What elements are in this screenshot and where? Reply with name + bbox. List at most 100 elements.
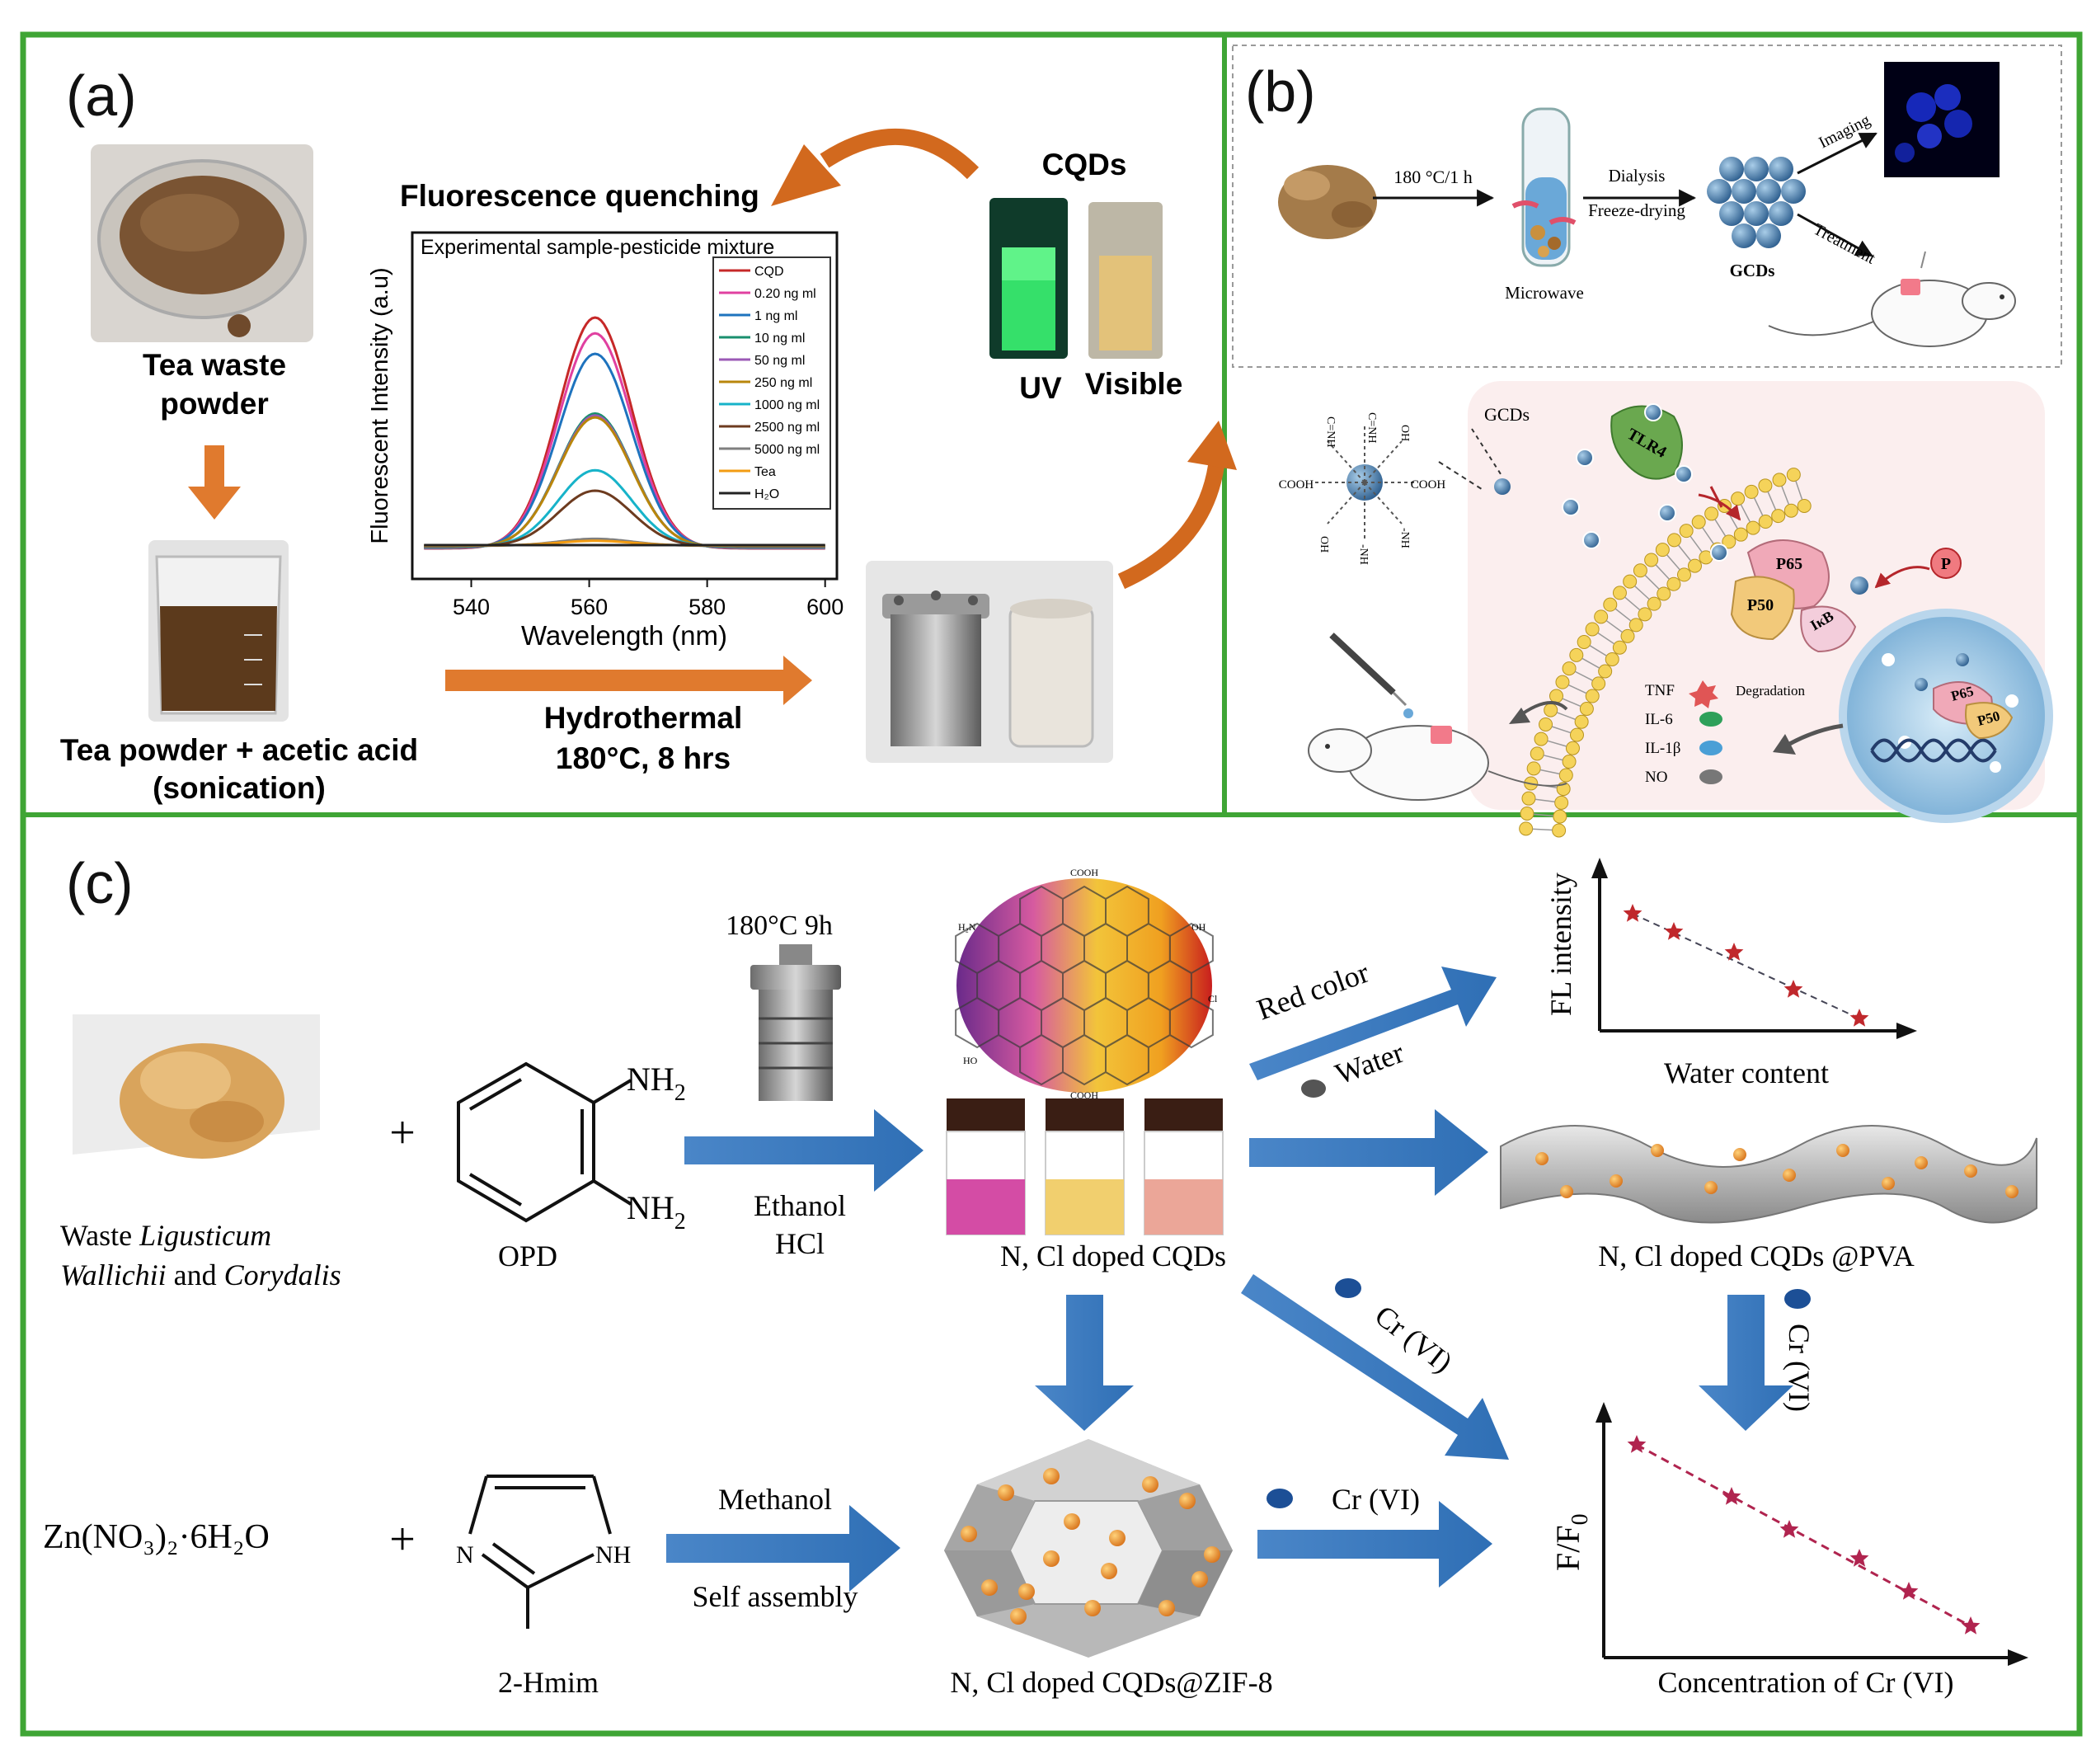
nucleus: P65 P50 bbox=[1839, 609, 2053, 823]
lipid-tail bbox=[1532, 828, 1553, 831]
arrow-ethanol bbox=[684, 1109, 923, 1192]
lipid-head bbox=[1565, 741, 1580, 755]
cr-drop-icon-pva bbox=[1784, 1289, 1811, 1309]
legend-entry: 1 ng ml bbox=[754, 309, 797, 323]
cqd-dot bbox=[1733, 1148, 1746, 1161]
lipid-head bbox=[1638, 607, 1652, 622]
hydrothermal-label-1: Hydrothermal bbox=[544, 701, 743, 735]
gcd-ball bbox=[1756, 223, 1781, 248]
dialysis-label: Dialysis bbox=[1609, 166, 1666, 186]
gcd-dot bbox=[1710, 543, 1728, 562]
gcd-ball bbox=[1732, 179, 1756, 204]
lipid-tail bbox=[1533, 813, 1553, 817]
cqd-dot bbox=[1783, 1169, 1796, 1182]
methanol-label: Methanol bbox=[718, 1483, 832, 1516]
gcd-ball bbox=[1756, 179, 1781, 204]
panel-b-label: (b) bbox=[1245, 59, 1316, 124]
down-arrow-a bbox=[188, 445, 241, 520]
lipid-tail bbox=[1551, 726, 1572, 734]
beaker-photo bbox=[148, 540, 289, 722]
cooh-left: COOH bbox=[1279, 478, 1314, 492]
cqd-graphene-disk: COOH COOH OH H₂N HO Cl bbox=[955, 867, 1218, 1101]
cqd-dot bbox=[1535, 1152, 1549, 1165]
no-icon bbox=[1699, 769, 1722, 784]
visible-label: Visible bbox=[1085, 367, 1183, 401]
cr-vertical-label: Cr (VI) bbox=[1783, 1324, 1816, 1412]
c-nh-a: C=NH bbox=[1324, 416, 1337, 447]
curved-arrow-down bbox=[820, 128, 980, 180]
lipid-head bbox=[1676, 567, 1691, 582]
legend-entry: 2500 ng ml bbox=[754, 421, 820, 435]
cqd-dot bbox=[1043, 1550, 1060, 1567]
panel-c: (c) Waste Ligusticum Wallichii and Coryd… bbox=[43, 851, 2037, 1699]
il1b-label: IL-1β bbox=[1645, 740, 1680, 757]
lipid-head bbox=[1783, 503, 1798, 518]
lipid-head bbox=[1666, 576, 1681, 591]
cqd-dot bbox=[1560, 1185, 1573, 1198]
lipid-tail bbox=[1589, 645, 1607, 656]
lipid-head bbox=[1569, 727, 1584, 742]
cqd-dot bbox=[2005, 1185, 2018, 1198]
hex-cell bbox=[1168, 996, 1214, 1049]
legend-entry: 50 ng ml bbox=[754, 354, 805, 368]
lipid-head bbox=[1691, 515, 1706, 529]
gcd-dot bbox=[1675, 465, 1693, 483]
visible-vial bbox=[1088, 202, 1163, 359]
cqd-dot bbox=[1610, 1174, 1623, 1188]
red-color-label: Red color bbox=[1252, 956, 1373, 1027]
water-drop-icon bbox=[1301, 1080, 1326, 1098]
lipid-head bbox=[1605, 652, 1619, 666]
inhibition-arrow bbox=[1698, 493, 1741, 521]
hydrothermal-label-2: 180°C, 8 hrs bbox=[556, 741, 731, 775]
legend-entry: 10 ng ml bbox=[754, 332, 805, 346]
gcd-ball bbox=[1744, 201, 1769, 226]
lipid-tail bbox=[1597, 632, 1615, 645]
arrow-methanol bbox=[666, 1505, 900, 1592]
fluorescence-micrograph bbox=[1884, 62, 2000, 177]
legend-entry: H₂O bbox=[754, 487, 779, 501]
hydrothermal-arrow bbox=[445, 656, 812, 705]
arrow-cr-horizontal bbox=[1257, 1501, 1492, 1588]
zn-salt-label: Zn(NO₃)₂·6H₂O bbox=[43, 1518, 270, 1556]
cell-membrane bbox=[1519, 468, 1812, 838]
hmim-label: 2-Hmim bbox=[498, 1666, 599, 1699]
plus-sign-2: + bbox=[389, 1514, 416, 1565]
autoclave-photo bbox=[866, 561, 1113, 763]
lipid-head bbox=[1594, 609, 1609, 624]
lipid-head bbox=[1519, 821, 1534, 836]
lipid-tail bbox=[1753, 497, 1764, 516]
x-tick-label: 540 bbox=[453, 595, 490, 619]
lipid-head bbox=[1612, 640, 1627, 655]
lipid-head bbox=[1644, 553, 1659, 567]
lipid-head bbox=[1520, 806, 1534, 821]
lipid-head bbox=[1679, 524, 1694, 539]
waste-label-1: Waste Ligusticum bbox=[60, 1219, 271, 1252]
cqd-dot bbox=[1101, 1563, 1117, 1579]
oh-b: OH bbox=[1318, 536, 1330, 553]
microwave-label: Microwave bbox=[1505, 283, 1584, 303]
zif8-polyhedron bbox=[944, 1439, 1233, 1658]
il6-icon bbox=[1699, 712, 1722, 727]
lipid-head bbox=[1620, 628, 1635, 643]
lipid-head bbox=[1562, 755, 1577, 769]
free-gcd-dots bbox=[1562, 403, 1728, 562]
ho-left: HO bbox=[963, 1055, 978, 1066]
gcd-ball bbox=[1769, 157, 1793, 181]
lipid-head bbox=[1633, 563, 1647, 578]
x-tick-label: 580 bbox=[688, 595, 726, 619]
ff0-plot: F/F0 Concentration of Cr (VI) bbox=[1549, 1402, 2028, 1699]
lipid-head bbox=[1758, 515, 1773, 529]
lipid-head bbox=[1731, 492, 1746, 506]
fl-data-point bbox=[1724, 943, 1744, 961]
cqds-title: CQDs bbox=[1042, 148, 1127, 181]
lipid-head bbox=[1585, 622, 1600, 637]
legend-entry: CQD bbox=[754, 265, 784, 279]
tea-acid-label-2: (sonication) bbox=[153, 771, 326, 805]
lipid-tail bbox=[1740, 504, 1751, 523]
nh-a: -NH bbox=[1357, 544, 1370, 565]
lipid-head bbox=[1569, 647, 1584, 662]
nh-b: -NH bbox=[1398, 528, 1411, 548]
fl-data-point bbox=[1783, 980, 1803, 998]
gcd-ball bbox=[1769, 201, 1793, 226]
lipid-tail bbox=[1714, 519, 1727, 537]
